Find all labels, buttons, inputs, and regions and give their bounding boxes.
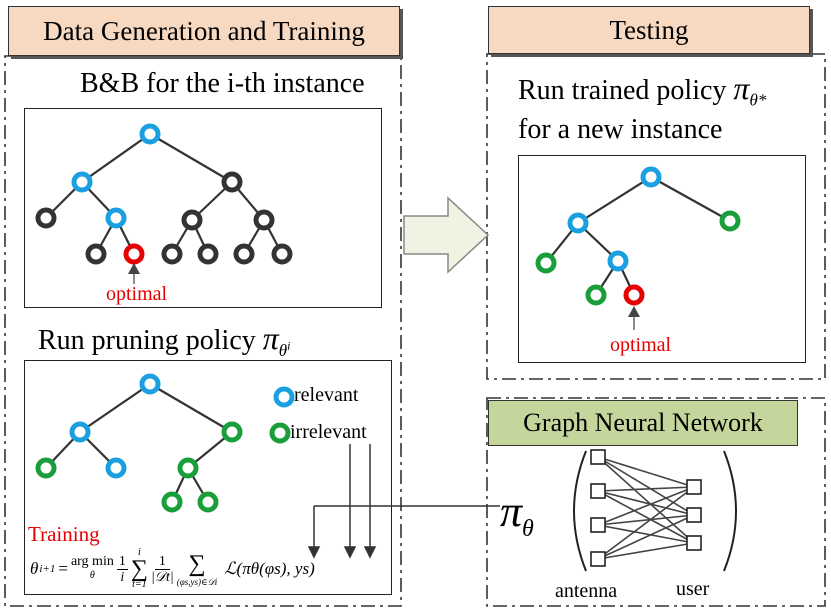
formula-frac1-num: 1 xyxy=(116,553,128,570)
pruning-pi: π xyxy=(262,320,279,356)
legend-irrelevant: irrelevant xyxy=(290,421,367,443)
testing-header: Testing xyxy=(488,6,810,54)
tree-node xyxy=(233,243,255,265)
pruning-tree-box xyxy=(24,360,392,595)
tree-node xyxy=(35,207,57,229)
formula-argmin-sub: θ xyxy=(89,570,95,581)
testing-title-text: Run trained policy xyxy=(518,75,727,106)
tree-node xyxy=(719,210,741,232)
formula-eq: = xyxy=(58,559,68,578)
formula-sum2-bot: (φs,ys)∈𝒟i xyxy=(176,577,218,587)
testing-title-line2: for a new instance xyxy=(518,114,723,145)
formula-frac1-den: i xyxy=(120,569,125,585)
antenna-node xyxy=(590,551,606,567)
antenna-node xyxy=(590,449,606,465)
formula-loss: ℒ(πθ(φs), ys) xyxy=(224,559,315,578)
formula-sum1-top: i xyxy=(138,547,141,558)
antenna-node xyxy=(590,517,606,533)
big-arrow-icon xyxy=(403,196,490,274)
tree-node xyxy=(85,243,107,265)
tree-node xyxy=(177,457,199,479)
gnn-pi: πθ xyxy=(500,486,534,543)
bb-title: B&B for the i-th instance xyxy=(80,68,365,99)
tree-node xyxy=(69,421,91,443)
testing-pi: π xyxy=(733,70,750,106)
tree-node xyxy=(535,252,557,274)
testing-pi-sub: θ* xyxy=(749,90,767,110)
formula-sum1-bot: t=1 xyxy=(132,579,147,590)
antenna-node xyxy=(590,483,606,499)
antenna-label: antenna xyxy=(555,580,618,602)
formula-theta-sup: i+1 xyxy=(39,563,56,575)
left-header: Data Generation and Training xyxy=(8,6,400,56)
tree-node xyxy=(161,491,183,513)
legend-irrelevant-marker xyxy=(269,422,291,444)
training-label: Training xyxy=(28,522,100,546)
tree-node xyxy=(253,209,275,231)
bb-optimal-label: optimal xyxy=(106,283,168,305)
tree-node xyxy=(271,243,293,265)
tree-node xyxy=(71,171,93,193)
left-header-text: Data Generation and Training xyxy=(43,15,365,46)
tree-node xyxy=(161,243,183,265)
user-node xyxy=(686,535,702,551)
tree-node xyxy=(607,250,629,272)
tree-node xyxy=(585,284,607,306)
tree-node xyxy=(640,166,662,188)
tree-node-optimal xyxy=(623,284,645,306)
tree-node xyxy=(221,421,243,443)
formula-frac2-den: |𝒟t| xyxy=(150,569,174,585)
tree-node xyxy=(35,457,57,479)
pruning-title-text: Run pruning policy xyxy=(38,325,256,356)
tree-node xyxy=(181,209,203,231)
bb-tree xyxy=(35,123,293,284)
testing-title-line1: Run trained policy πθ* xyxy=(518,70,766,111)
pruning-title: Run pruning policy πθi xyxy=(38,320,291,361)
user-node xyxy=(686,507,702,523)
testing-tree xyxy=(535,166,741,330)
tree-node xyxy=(139,123,161,145)
tree-node xyxy=(221,171,243,193)
gnn-graph xyxy=(573,449,737,572)
tree-node xyxy=(139,373,161,395)
tree-node xyxy=(567,212,589,234)
gnn-header-text: Graph Neural Network xyxy=(523,408,763,437)
tree-node xyxy=(105,207,127,229)
tree-node-optimal xyxy=(123,243,145,265)
tree-node xyxy=(197,243,219,265)
gnn-pi-symbol: π xyxy=(500,487,523,536)
gnn-header: Graph Neural Network xyxy=(488,400,798,446)
bb-tree-box xyxy=(24,108,382,308)
user-label: user xyxy=(676,578,710,600)
formula-theta: θ xyxy=(30,559,39,578)
pruning-sub: θ xyxy=(278,340,288,360)
legend-relevant-marker xyxy=(273,386,295,408)
formula-frac2-num: 1 xyxy=(154,554,170,570)
user-node xyxy=(686,479,702,495)
tree-node xyxy=(197,491,219,513)
gnn-pi-sub: θ xyxy=(522,515,534,542)
pruning-tree xyxy=(35,373,357,559)
formula-argmin: arg min xyxy=(70,554,114,569)
testing-optimal-label: optimal xyxy=(610,334,672,356)
legend-relevant: relevant xyxy=(294,384,359,406)
testing-tree-box xyxy=(518,155,806,363)
pruning-sup: i xyxy=(287,337,291,352)
tree-node xyxy=(105,457,127,479)
testing-header-text: Testing xyxy=(609,14,689,45)
